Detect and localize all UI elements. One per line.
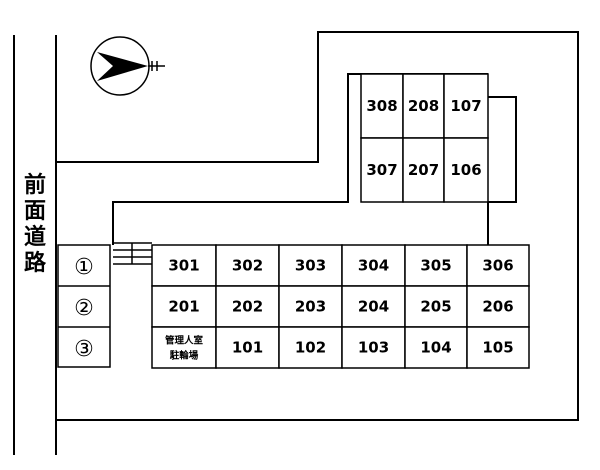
room-number: 107 [450, 97, 481, 115]
front-unit-cell: 202 [215, 285, 280, 328]
room-number: 208 [408, 97, 439, 115]
room-number: 102 [295, 339, 326, 357]
parking-area: ① ② ③ [57, 244, 111, 368]
front-unit-cell: 204 [341, 285, 406, 328]
room-number: 104 [420, 339, 451, 357]
road-label: 前 面 道 路 [24, 172, 47, 276]
back-unit-cell: 307 [360, 137, 404, 203]
room-number: 207 [408, 161, 439, 179]
room-number: 201 [168, 298, 199, 316]
front-unit-cell: 305 [404, 244, 468, 287]
parking-spot-3: ③ [74, 337, 94, 362]
room-number: 303 [295, 257, 326, 275]
room-number: 305 [420, 257, 451, 275]
room-number: 202 [232, 298, 263, 316]
road-char: 道 [24, 224, 46, 250]
compound-line-right [487, 96, 517, 245]
front-unit-cell: 306 [466, 244, 530, 287]
front-unit-cell: 203 [278, 285, 343, 328]
back-unit-cell: 208 [402, 73, 445, 139]
parking-spot-2: ② [74, 296, 94, 321]
road-char: 前 [24, 172, 46, 198]
front-unit-cell: 105 [466, 326, 530, 369]
back-unit-cell: 308 [360, 73, 404, 139]
room-number: 308 [366, 97, 397, 115]
front-unit-cell: 302 [215, 244, 280, 287]
front-unit-cell: 303 [278, 244, 343, 287]
site-boundary [56, 31, 579, 421]
back-building: 308 208 107 307 207 106 [360, 73, 489, 203]
front-unit-cell: 102 [278, 326, 343, 369]
room-number: 105 [482, 339, 513, 357]
room-number: 304 [358, 257, 389, 275]
front-building: 301 302 303 304 305 306 201 202 203 204 205 206 管理人室… [151, 244, 530, 369]
room-number: 204 [358, 298, 389, 316]
room-number: 306 [482, 257, 513, 275]
front-unit-cell: 205 [404, 285, 468, 328]
road-char: 面 [24, 199, 46, 224]
back-unit-cell: 207 [402, 137, 445, 203]
road-char: 路 [24, 250, 47, 276]
room-label: 駐輪場 [170, 350, 199, 362]
room-number: 307 [366, 161, 397, 179]
front-unit-cell: 304 [341, 244, 406, 287]
room-number: 206 [482, 298, 513, 316]
front-unit-cell: 103 [341, 326, 406, 369]
front-unit-cell: 206 [466, 285, 530, 328]
room-number: 106 [450, 161, 481, 179]
room-number: 301 [168, 257, 199, 275]
front-unit-cell: 301 [151, 244, 217, 287]
front-unit-cell: 104 [404, 326, 468, 369]
stairs [113, 242, 152, 265]
room-number: 302 [232, 257, 263, 275]
room-label: 管理人室 [165, 335, 204, 347]
front-unit-cell: 101 [215, 326, 280, 369]
parking-spot-1: ① [74, 255, 94, 280]
back-unit-cell: 107 [443, 73, 489, 139]
room-number: 203 [295, 298, 326, 316]
north-arrow-icon [90, 36, 165, 96]
room-number: 101 [232, 339, 263, 357]
room-number: 205 [420, 298, 451, 316]
front-unit-cell: 201 [151, 285, 217, 328]
back-unit-cell: 106 [443, 137, 489, 203]
room-number: 103 [358, 339, 389, 357]
